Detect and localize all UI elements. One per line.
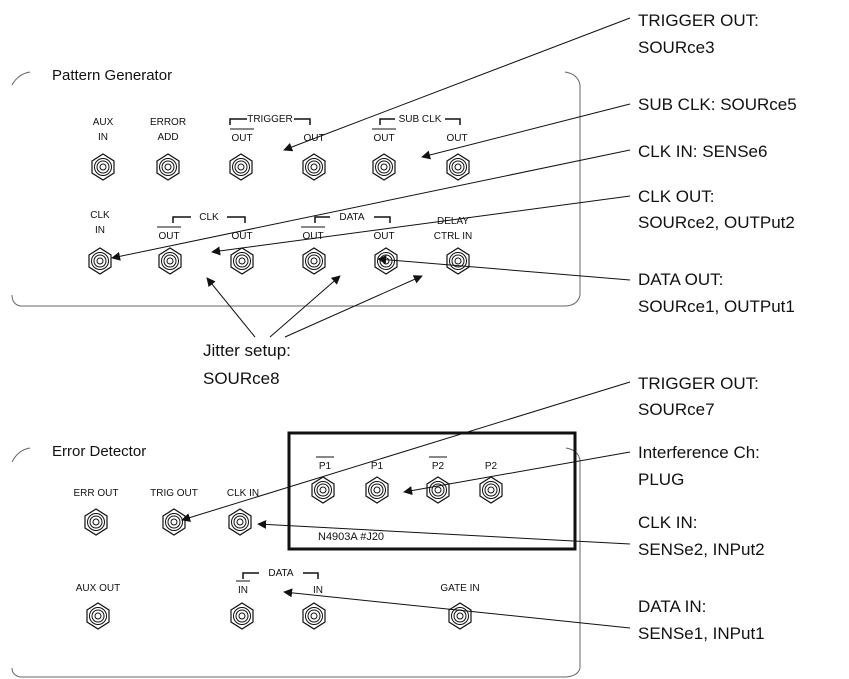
clk-in-ed-label: CLK IN <box>227 488 259 499</box>
option-box <box>287 431 577 551</box>
gate-in-connector <box>448 602 472 630</box>
clk-in-label-1: CLK <box>90 210 110 221</box>
callout-clk-in-ed-2: SENSe2, INPut2 <box>638 540 765 559</box>
leader-data-in <box>283 588 631 629</box>
p1-label: P1 <box>371 461 384 472</box>
data-group-label: DATA <box>339 212 365 223</box>
callout-clk-out-1: CLK OUT: <box>638 187 715 206</box>
err-out-label: ERR OUT <box>74 488 119 499</box>
data-in-bar-label: IN <box>238 585 248 596</box>
clk-in-connector <box>88 247 112 275</box>
leader-clk-in-pg <box>111 149 631 261</box>
callout-interference-2: PLUG <box>638 470 684 489</box>
err-out-connector <box>84 508 108 536</box>
callout-trigger-out-pg-1: TRIGGER OUT: <box>638 11 759 30</box>
aux-in-label-1: AUX <box>93 117 114 128</box>
leader-jitter-1 <box>206 277 256 338</box>
trigger-out-bar-connector <box>229 153 253 181</box>
error-detector-title: Error Detector <box>52 443 146 460</box>
callout-clk-out-2: SOURce2, OUTPut2 <box>638 213 795 232</box>
trigger-group-label: TRIGGER <box>247 114 293 125</box>
clk-in-ed-connector <box>228 508 252 536</box>
leader-trigger-out-ed <box>181 381 631 522</box>
data-out-bar-label: OUT <box>302 231 323 242</box>
leader-trigger-out-pg <box>283 17 631 152</box>
leader-clk-in-ed <box>257 519 631 545</box>
data-out-connector <box>374 247 398 275</box>
aux-out-connector <box>86 602 110 630</box>
error-add-connector <box>156 153 180 181</box>
callout-interference-1: Interference Ch: <box>638 443 760 462</box>
callout-clk-in-ed-1: CLK IN: <box>638 513 698 532</box>
leader-jitter-3 <box>284 275 423 338</box>
p2-bar-connector <box>426 476 450 504</box>
delay-ctrl-in-connector <box>446 247 470 275</box>
ed-data-group-label: DATA <box>268 568 294 579</box>
callout-trigger-out-ed-2: SOURce7 <box>638 400 715 419</box>
data-out-label: OUT <box>373 231 394 242</box>
p1-bar-connector <box>311 476 335 504</box>
leader-clk-out <box>211 195 631 256</box>
trig-out-label: TRIG OUT <box>150 488 198 499</box>
leader-sub-clk <box>421 103 631 160</box>
callout-jitter-1: Jitter setup: <box>203 341 291 360</box>
callout-trigger-out-ed-1: TRIGGER OUT: <box>638 374 759 393</box>
subclk-out-bar-label: OUT <box>373 133 394 144</box>
clk-out-bar-label: OUT <box>158 231 179 242</box>
p2-label: P2 <box>485 461 498 472</box>
callout-jitter-2: SOURce8 <box>203 369 280 388</box>
callout-data-in-1: DATA IN: <box>638 597 706 616</box>
callout-sub-clk: SUB CLK: SOURce5 <box>638 95 797 114</box>
callout-trigger-out-pg-2: SOURce3 <box>638 38 715 57</box>
clk-out-connector <box>230 247 254 275</box>
clk-group-label: CLK <box>199 212 219 223</box>
error-add-label-2: ADD <box>157 132 178 143</box>
pattern-generator-title: Pattern Generator <box>52 67 172 84</box>
pattern-generator-frame <box>11 71 581 307</box>
leader-data-out <box>377 255 631 281</box>
aux-in-connector <box>91 153 115 181</box>
aux-out-label: AUX OUT <box>76 583 120 594</box>
trigger-out-connector <box>302 153 326 181</box>
error-add-label-1: ERROR <box>150 117 186 128</box>
subclk-group-label: SUB CLK <box>399 114 442 125</box>
clk-out-label: OUT <box>231 231 252 242</box>
callout-data-out-2: SOURce1, OUTPut1 <box>638 297 795 316</box>
data-in-bar-connector <box>230 602 254 630</box>
option-label: N4903A #J20 <box>318 531 384 543</box>
delay-ctrl-in-label-2: CTRL IN <box>434 231 473 242</box>
delay-ctrl-in-label-1: DELAY <box>437 216 469 227</box>
clk-in-label-2: IN <box>95 225 105 236</box>
data-in-connector <box>302 602 326 630</box>
p1-connector <box>365 476 389 504</box>
p1-bar-label: P1 <box>319 461 332 472</box>
callout-data-in-2: SENSe1, INPut1 <box>638 624 765 643</box>
aux-in-label-2: IN <box>98 132 108 143</box>
leader-jitter-2 <box>269 275 341 338</box>
trig-out-connector <box>162 508 186 536</box>
trigger-out-bar-label: OUT <box>231 133 252 144</box>
leader-interference <box>403 451 631 496</box>
data-out-bar-connector <box>302 247 326 275</box>
subclk-out-label: OUT <box>446 133 467 144</box>
callout-clk-in-pg: CLK IN: SENSe6 <box>638 142 767 161</box>
callout-data-out-1: DATA OUT: <box>638 270 723 289</box>
gate-in-label: GATE IN <box>440 583 479 594</box>
subclk-out-connector <box>446 153 470 181</box>
clk-out-bar-connector <box>158 247 182 275</box>
p2-connector <box>479 476 503 504</box>
data-in-label: IN <box>313 585 323 596</box>
p2-bar-label: P2 <box>432 461 445 472</box>
subclk-out-bar-connector <box>372 153 396 181</box>
